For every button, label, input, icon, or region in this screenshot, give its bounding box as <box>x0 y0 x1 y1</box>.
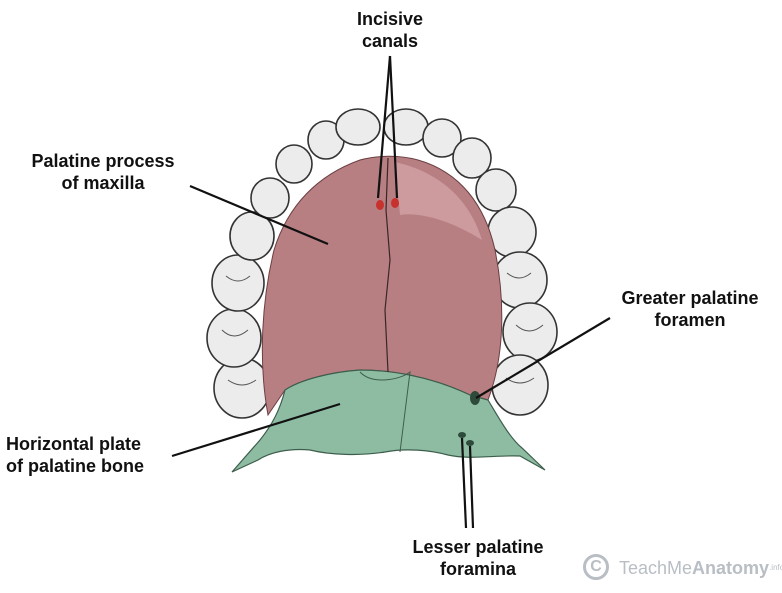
label-incisive-canals: Incisive canals <box>330 8 450 52</box>
label-line: foramina <box>439 559 517 579</box>
label-line: Lesser palatine <box>412 537 544 557</box>
tooth-cusps <box>221 272 544 386</box>
palatine-region <box>231 369 546 473</box>
brand-light: TeachMe <box>619 558 693 578</box>
brand-suffix: .info <box>769 563 782 572</box>
teeth-arch <box>206 108 558 419</box>
label-line: Horizontal plate <box>6 434 142 454</box>
label-line: foramen <box>654 310 726 330</box>
label-line: of palatine bone <box>6 456 145 476</box>
label-line: Greater palatine <box>621 288 759 308</box>
label-palatine-process: Palatine process of maxilla <box>18 150 188 194</box>
pointer-lines <box>171 55 611 529</box>
label-greater-palatine-foramen: Greater palatine foramen <box>600 287 780 331</box>
label-line: canals <box>361 31 419 51</box>
label-line: Incisive <box>356 9 424 29</box>
watermark-text: TeachMeAnatomy.info <box>619 553 782 583</box>
label-line: of maxilla <box>61 173 145 193</box>
watermark-logo: C TeachMeAnatomy.info <box>583 553 782 583</box>
brand-bold: Anatomy <box>692 558 770 578</box>
label-horizontal-plate: Horizontal plate of palatine bone <box>6 433 176 477</box>
label-line: Palatine process <box>31 151 175 171</box>
label-lesser-palatine-foramina: Lesser palatine foramina <box>398 536 558 580</box>
copyright-icon: C <box>583 554 609 580</box>
